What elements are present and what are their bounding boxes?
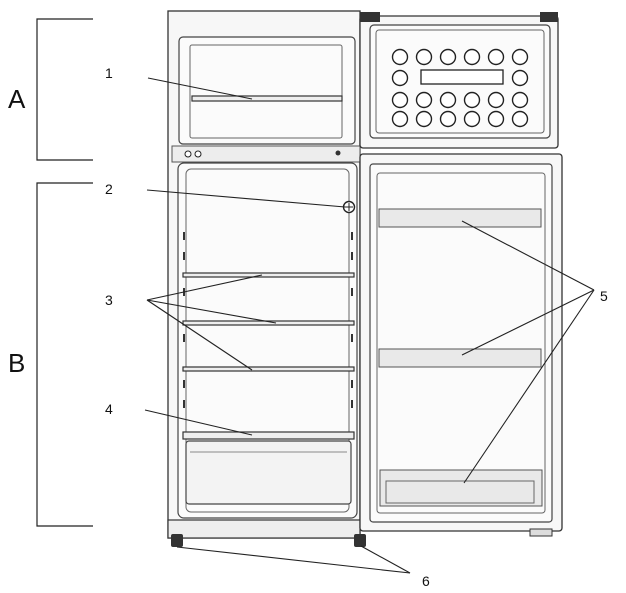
callout-6: 6 [422,573,430,589]
tray-cup [391,91,409,109]
plinth [167,519,361,539]
fridge-shelf-3 [182,366,355,372]
freezer-compartment [178,36,356,145]
control-strip [171,145,361,163]
fridge-compartment [177,162,358,519]
tray-cup [439,91,457,109]
tray-cup [463,48,481,66]
tray-cup [511,91,529,109]
tray-cup [511,69,529,87]
tray-cup [391,48,409,66]
fridge-cabinet [167,10,366,547]
section-label-a: A [8,84,26,114]
callout-5: 5 [600,288,608,304]
tray-cup [439,48,457,66]
tray-cup [415,91,433,109]
crisper-drawer [185,440,352,505]
egg-tray [391,48,529,128]
bracket-a [36,18,93,161]
ice-tray-slot [420,69,504,85]
fridge-shelf-2 [182,320,355,326]
tray-cup [511,48,529,66]
callout-3: 3 [105,292,113,308]
door-shelf-2 [378,348,542,368]
hinge-top-left [360,12,380,22]
tray-cup [511,110,529,128]
tray-cup [439,110,457,128]
indicator-light [335,150,341,156]
callout-4: 4 [105,401,113,417]
tray-cup [463,91,481,109]
tray-cup [487,91,505,109]
door-shelf-3 [379,469,543,507]
leader-lines [144,77,595,574]
section-label-b: B [8,348,25,378]
fridge-door [359,153,563,537]
foot-right [354,534,366,547]
hinge-top-right [540,12,558,22]
freezer-shelf [191,95,343,102]
tray-cup [391,69,409,87]
control-knob-right [194,150,202,158]
tray-cup [463,110,481,128]
freezer-door [359,12,559,149]
tray-cup [415,48,433,66]
fridge-shelf-1 [182,272,355,278]
tray-cup [487,110,505,128]
callout-1: 1 [105,65,113,81]
control-knob-left [184,150,192,158]
tray-cup [391,110,409,128]
foot-left [171,534,183,547]
tray-cup [415,110,433,128]
door-shelf-1 [378,208,542,228]
callout-2: 2 [105,181,113,197]
tray-cup [487,48,505,66]
door-hinge-bottom [529,528,553,537]
bracket-b [36,182,93,527]
crisper-cover [182,431,355,440]
